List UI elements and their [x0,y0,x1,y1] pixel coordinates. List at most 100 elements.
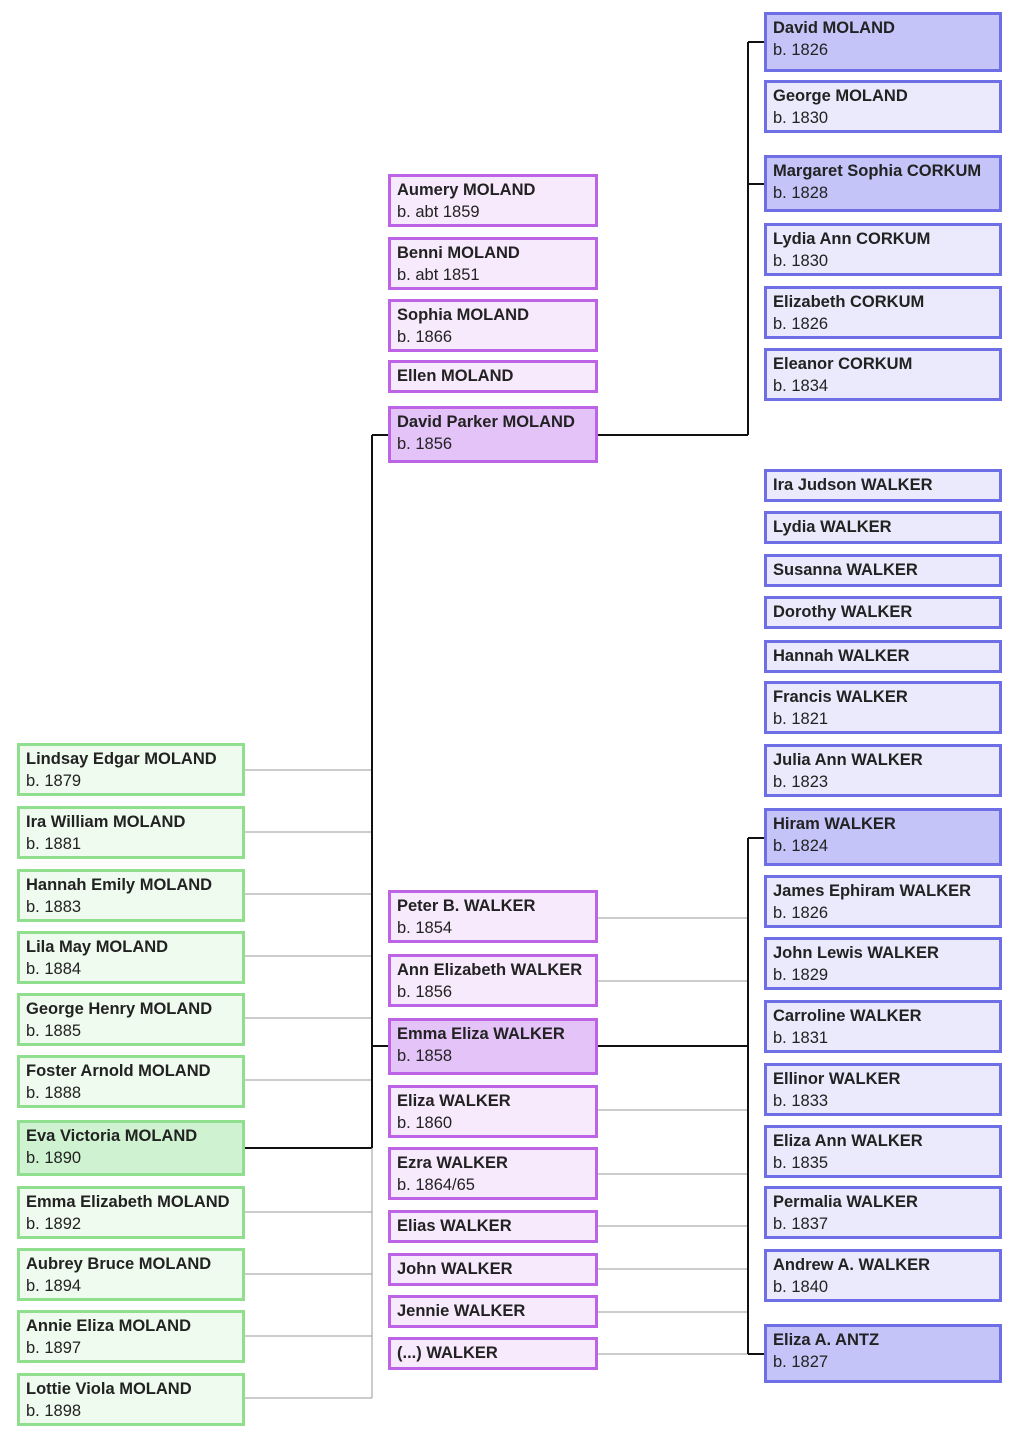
person-birth: b. 1897 [26,1339,82,1357]
person-birth: b. 1856 [397,435,453,453]
person-birth: b. 1827 [773,1353,829,1371]
person-card-david-moland-grandfather[interactable]: David MOLAND b. 1826 [764,12,1002,72]
person-name: Eliza A. ANTZ [773,1331,880,1349]
person-name: Benni MOLAND [397,244,520,262]
person-name: Lila May MOLAND [26,938,169,956]
person-card-peter-b-walker[interactable]: Peter B. WALKER b. 1854 [388,890,598,943]
person-name: Hannah Emily MOLAND [26,876,213,894]
person-birth: b. 1890 [26,1149,82,1167]
person-card-elizabeth-corkum[interactable]: Elizabeth CORKUM b. 1826 [764,286,1002,339]
person-card-lindsay-edgar-moland[interactable]: Lindsay Edgar MOLAND b. 1879 [17,743,245,796]
person-card-elias-walker[interactable]: Elias WALKER [388,1210,598,1243]
person-card-margaret-sophia-corkum-grandmother[interactable]: Margaret Sophia CORKUM b. 1828 [764,155,1002,212]
person-name: Lydia WALKER [773,518,892,536]
person-name: David Parker MOLAND [397,413,575,431]
person-birth: b. 1892 [26,1215,82,1233]
person-birth: b. 1830 [773,252,829,270]
person-card-george-henry-moland[interactable]: George Henry MOLAND b. 1885 [17,993,245,1046]
person-card-eliza-ann-walker[interactable]: Eliza Ann WALKER b. 1835 [764,1125,1002,1178]
person-birth: b. 1885 [26,1022,82,1040]
person-name: David MOLAND [773,19,895,37]
person-card-george-moland[interactable]: George MOLAND b. 1830 [764,80,1002,133]
person-card-permalia-walker[interactable]: Permalia WALKER b. 1837 [764,1186,1002,1239]
person-card-hannah-walker[interactable]: Hannah WALKER [764,640,1002,673]
person-card-ellinor-walker[interactable]: Ellinor WALKER b. 1833 [764,1063,1002,1116]
person-name: Emma Elizabeth MOLAND [26,1193,230,1211]
person-card-annie-eliza-moland[interactable]: Annie Eliza MOLAND b. 1897 [17,1310,245,1363]
person-birth: b. 1834 [773,377,829,395]
person-name: Julia Ann WALKER [773,751,923,769]
person-birth: b. 1830 [773,109,829,127]
person-name: Aumery MOLAND [397,181,536,199]
person-card-eleanor-corkum[interactable]: Eleanor CORKUM b. 1834 [764,348,1002,401]
person-card-eva-victoria-moland-focus[interactable]: Eva Victoria MOLAND b. 1890 [17,1120,245,1176]
person-card-sophia-moland[interactable]: Sophia MOLAND b. 1866 [388,299,598,352]
person-birth: b. 1888 [26,1084,82,1102]
person-card-ezra-walker[interactable]: Ezra WALKER b. 1864/65 [388,1147,598,1200]
person-name: Lottie Viola MOLAND [26,1380,192,1398]
person-birth: b. 1898 [26,1402,82,1420]
person-birth: b. 1826 [773,41,829,59]
person-birth: b. 1860 [397,1114,453,1132]
person-card-aubrey-bruce-moland[interactable]: Aubrey Bruce MOLAND b. 1894 [17,1248,245,1301]
person-birth: b. 1823 [773,773,829,791]
person-birth: b. 1881 [26,835,82,853]
person-birth: b. abt 1859 [397,203,480,221]
person-name: George Henry MOLAND [26,1000,213,1018]
person-card-james-ephiram-walker[interactable]: James Ephiram WALKER b. 1826 [764,875,1002,928]
person-name: Eliza Ann WALKER [773,1132,923,1150]
person-birth: b. 1826 [773,315,829,333]
person-card-emma-eliza-walker-mother[interactable]: Emma Eliza WALKER b. 1858 [388,1018,598,1075]
person-card-hiram-walker-grandfather[interactable]: Hiram WALKER b. 1824 [764,808,1002,866]
person-birth: b. 1821 [773,710,829,728]
person-birth: b. 1828 [773,184,829,202]
person-card-unknown-walker[interactable]: (...) WALKER [388,1337,598,1370]
person-card-john-walker[interactable]: John WALKER [388,1253,598,1286]
person-card-benni-moland[interactable]: Benni MOLAND b. abt 1851 [388,237,598,290]
person-birth: b. 1856 [397,983,453,1001]
person-name: Lydia Ann CORKUM [773,230,931,248]
person-birth: b. 1884 [26,960,82,978]
person-card-ellen-moland[interactable]: Ellen MOLAND [388,360,598,393]
person-card-carroline-walker[interactable]: Carroline WALKER b. 1831 [764,1000,1002,1053]
person-card-eliza-a-antz-grandmother[interactable]: Eliza A. ANTZ b. 1827 [764,1324,1002,1383]
person-card-emma-elizabeth-moland[interactable]: Emma Elizabeth MOLAND b. 1892 [17,1186,245,1239]
person-card-lydia-walker[interactable]: Lydia WALKER [764,511,1002,544]
person-name: Eleanor CORKUM [773,355,913,373]
person-name: Dorothy WALKER [773,603,913,621]
person-card-lottie-viola-moland[interactable]: Lottie Viola MOLAND b. 1898 [17,1373,245,1426]
person-birth: b. 1824 [773,837,829,855]
person-name: Hiram WALKER [773,815,896,833]
person-card-eliza-walker[interactable]: Eliza WALKER b. 1860 [388,1085,598,1138]
person-birth: b. 1840 [773,1278,829,1296]
person-card-ira-judson-walker[interactable]: Ira Judson WALKER [764,469,1002,502]
person-card-andrew-a-walker[interactable]: Andrew A. WALKER b. 1840 [764,1249,1002,1302]
person-card-lila-may-moland[interactable]: Lila May MOLAND b. 1884 [17,931,245,984]
person-card-julia-ann-walker[interactable]: Julia Ann WALKER b. 1823 [764,744,1002,797]
person-birth: b. 1854 [397,919,453,937]
person-birth: b. abt 1851 [397,266,480,284]
person-card-jennie-walker[interactable]: Jennie WALKER [388,1295,598,1328]
person-name: Ira Judson WALKER [773,476,933,494]
person-birth: b. 1831 [773,1029,829,1047]
person-card-ann-elizabeth-walker[interactable]: Ann Elizabeth WALKER b. 1856 [388,954,598,1007]
person-name: Jennie WALKER [397,1302,526,1320]
person-name: Margaret Sophia CORKUM [773,162,982,180]
person-card-foster-arnold-moland[interactable]: Foster Arnold MOLAND b. 1888 [17,1055,245,1108]
person-name: Permalia WALKER [773,1193,918,1211]
person-card-lydia-ann-corkum[interactable]: Lydia Ann CORKUM b. 1830 [764,223,1002,276]
person-card-susanna-walker[interactable]: Susanna WALKER [764,554,1002,587]
person-card-hannah-emily-moland[interactable]: Hannah Emily MOLAND b. 1883 [17,869,245,922]
person-card-david-parker-moland-father[interactable]: David Parker MOLAND b. 1856 [388,406,598,463]
person-card-dorothy-walker[interactable]: Dorothy WALKER [764,596,1002,629]
person-card-aumery-moland[interactable]: Aumery MOLAND b. abt 1859 [388,174,598,227]
person-birth: b. 1858 [397,1047,453,1065]
person-name: Annie Eliza MOLAND [26,1317,192,1335]
person-name: John Lewis WALKER [773,944,939,962]
person-card-john-lewis-walker[interactable]: John Lewis WALKER b. 1829 [764,937,1002,990]
person-card-francis-walker[interactable]: Francis WALKER b. 1821 [764,681,1002,734]
person-card-ira-william-moland[interactable]: Ira William MOLAND b. 1881 [17,806,245,859]
person-name: Hannah WALKER [773,647,910,665]
person-birth: b. 1829 [773,966,829,984]
person-name: James Ephiram WALKER [773,882,972,900]
